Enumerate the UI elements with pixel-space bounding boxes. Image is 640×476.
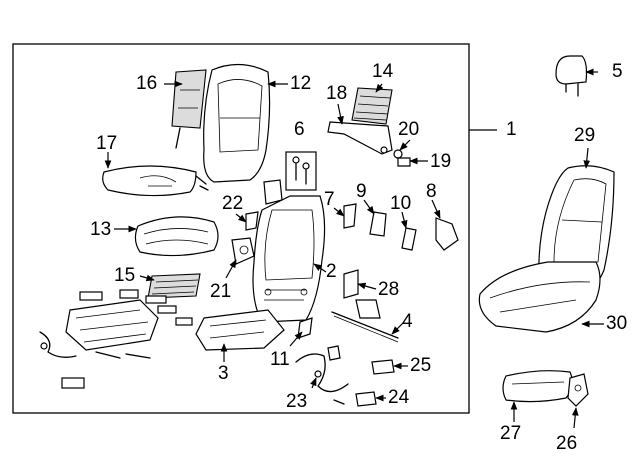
- seat-pad-15: [147, 273, 201, 299]
- connector-25: [371, 359, 395, 375]
- lumbar-grid-14: [351, 87, 393, 125]
- leader-9: [363, 199, 375, 215]
- seat-heater-17: [102, 165, 209, 197]
- callout-18: 18: [326, 83, 348, 104]
- harness-23: [295, 345, 349, 405]
- seat-frame-2: [252, 195, 326, 323]
- leader-8: [431, 199, 441, 219]
- recliner-trim-21: [231, 237, 255, 265]
- cover-28: [343, 269, 381, 319]
- callout-21: 21: [210, 281, 232, 302]
- leader-28: [357, 282, 377, 290]
- back-panel-18: [327, 121, 393, 155]
- clip-20: [393, 149, 403, 159]
- callout-20: 20: [398, 119, 420, 140]
- seat-track-assembly: [39, 289, 193, 389]
- leader-11: [289, 331, 303, 347]
- leader-14: [375, 83, 384, 93]
- leader-15: [139, 274, 155, 282]
- headrest-5: [555, 55, 588, 97]
- callout-30: 30: [606, 313, 628, 334]
- callout-24: 24: [388, 387, 410, 408]
- callout-14: 14: [372, 61, 394, 82]
- callout-9: 9: [356, 181, 367, 202]
- callout-1: 1: [506, 119, 517, 140]
- callout-16: 16: [136, 73, 158, 94]
- leader-20: [399, 139, 411, 151]
- callout-29: 29: [574, 125, 596, 146]
- callout-5: 5: [612, 61, 623, 82]
- back-pad-16: [171, 69, 207, 149]
- switch-9: [369, 211, 387, 237]
- handle-7: [343, 203, 357, 229]
- leader-7: [333, 207, 345, 217]
- rail-4: [331, 311, 399, 339]
- side-trim-8: [435, 217, 459, 251]
- trim-piece-22: [245, 211, 259, 231]
- callout-23: 23: [286, 391, 308, 412]
- callout-12: 12: [290, 73, 312, 94]
- complete-seat-29-30: [478, 165, 615, 333]
- callout-22: 22: [222, 193, 244, 214]
- callout-4: 4: [402, 311, 413, 332]
- callout-13: 13: [90, 219, 112, 240]
- leader-2: [313, 263, 327, 273]
- callout-15: 15: [114, 265, 136, 286]
- callout-11: 11: [270, 349, 290, 370]
- leader-26: [571, 407, 579, 429]
- armrest-27: [502, 370, 573, 403]
- callout-7: 7: [324, 189, 335, 210]
- seat-cushion-13: [134, 216, 219, 257]
- nut-19: [397, 157, 411, 167]
- callout-17: 17: [96, 133, 118, 154]
- screws-6: [285, 151, 317, 191]
- callout-26: 26: [556, 433, 578, 454]
- leader-29: [583, 147, 591, 169]
- callout-19: 19: [430, 151, 452, 172]
- callout-2: 2: [326, 261, 337, 282]
- callout-10: 10: [390, 193, 412, 214]
- headrest-insert: [263, 179, 283, 205]
- connector-24: [355, 391, 377, 407]
- leader-10: [400, 211, 408, 229]
- leader-4: [391, 321, 405, 335]
- rail-4-b: [333, 315, 399, 343]
- bracket-26: [567, 373, 589, 407]
- callout-25: 25: [410, 355, 432, 376]
- leader-18: [337, 103, 344, 125]
- callout-28: 28: [378, 279, 400, 300]
- switch-10: [401, 227, 417, 251]
- callout-8: 8: [426, 181, 437, 202]
- leader-22: [235, 213, 247, 223]
- callout-27: 27: [500, 423, 522, 444]
- seat-back-cover-12: [203, 63, 271, 183]
- seat-pan-3: [195, 309, 285, 351]
- leader-21: [225, 259, 237, 279]
- callout-6: 6: [294, 119, 305, 140]
- callout-3: 3: [218, 363, 229, 384]
- leader-23: [310, 377, 317, 389]
- assembly-frame-box: [12, 43, 470, 414]
